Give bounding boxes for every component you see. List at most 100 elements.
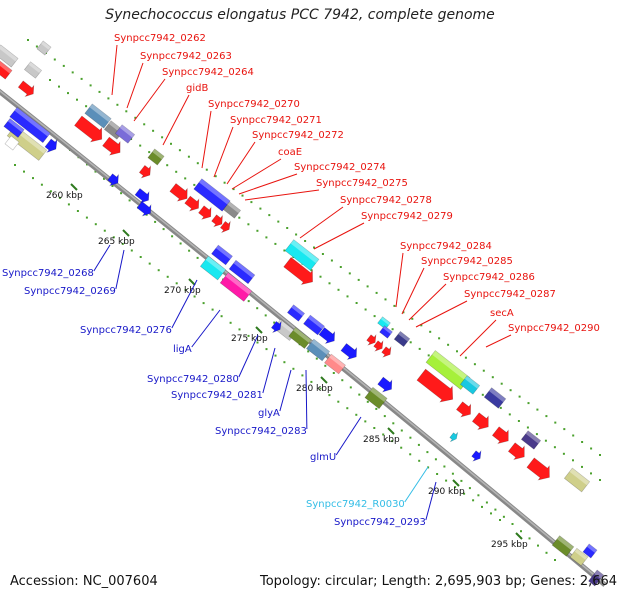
guide-dot-lower [121, 242, 124, 245]
label-0271[interactable]: Synpcc7942_0271 [230, 115, 322, 126]
label-0287[interactable]: Synpcc7942_0287 [464, 289, 556, 300]
label-0283[interactable]: Synpcc7942_0283 [215, 426, 307, 437]
guide-dot-outer [509, 389, 512, 392]
guide-dot-lowest [332, 372, 335, 374]
feature-arrow-red [169, 183, 188, 202]
guide-dot-outer [366, 285, 369, 288]
feature-arrow-blue-body [471, 449, 482, 462]
feature-arrow-blue-body [377, 376, 393, 393]
feature-lime-shine [432, 350, 470, 382]
guide-dot-outer [321, 253, 324, 255]
leader-top [231, 158, 282, 190]
label-0281[interactable]: Synpcc7942_0281 [171, 390, 263, 401]
label-coaE[interactable]: coaE [278, 147, 302, 158]
feature-olive-body [364, 386, 388, 410]
leader-bottom [404, 466, 429, 503]
guide-dot-lowest [103, 177, 105, 180]
guide-dot-inner [76, 98, 78, 101]
feature-olive-shine [370, 387, 388, 403]
feature-khaki [563, 467, 591, 493]
label-0262[interactable]: Synpcc7942_0262 [114, 33, 206, 44]
label-0290[interactable]: Synpcc7942_0290 [508, 323, 600, 334]
feature-gray-shine [40, 40, 52, 50]
feature-arrow-red [198, 205, 212, 220]
guide-dot-inner [193, 183, 196, 186]
guide-dot-inner [590, 472, 592, 475]
label-0275[interactable]: Synpcc7942_0275 [316, 178, 408, 189]
guide-dot-outer [107, 97, 110, 100]
feature-blue [9, 106, 51, 144]
label-0276[interactable]: Synpcc7942_0276 [80, 325, 172, 336]
guide-dot-lowest [511, 523, 514, 525]
guide-dot-outer [152, 129, 155, 132]
label-0284[interactable]: Synpcc7942_0284 [400, 241, 492, 252]
guide-dot-lower [373, 427, 376, 429]
guide-dot-outer [313, 246, 315, 249]
label-0285[interactable]: Synpcc7942_0285 [421, 256, 513, 267]
guide-dot-lower [328, 394, 331, 397]
guide-dot-lower [283, 361, 286, 364]
guide-dot-lowest [409, 436, 412, 439]
guide-dot-lower [256, 341, 259, 344]
guide-dot-lower [355, 413, 358, 416]
feature-navy-shine [525, 430, 541, 444]
guide-dot-lower [94, 223, 97, 226]
feature-cyan-shine [290, 239, 319, 264]
guide-dot-inner [481, 393, 484, 396]
guide-dot-lower [211, 308, 214, 311]
guide-dot-lowest [494, 508, 497, 511]
guide-dot-outer [500, 382, 503, 385]
guide-dot-lower [445, 479, 448, 482]
label-0264[interactable]: Synpcc7942_0264 [162, 67, 254, 78]
guide-dot-lower [409, 453, 412, 456]
label-0279[interactable]: Synpcc7942_0279 [361, 211, 453, 222]
feature-white-body [4, 135, 20, 151]
feature-arrow-red-body [211, 214, 223, 228]
label-secA[interactable]: secA [490, 308, 514, 319]
label-ligA[interactable]: ligA [173, 344, 192, 355]
guide-dot-lowest [247, 300, 250, 303]
feature-arrow-red-body [74, 115, 103, 143]
label-R0030[interactable]: Synpcc7942_R0030 [306, 499, 405, 510]
guide-dot-outer [536, 408, 539, 411]
guide-dot-outer [429, 330, 432, 333]
label-0278[interactable]: Synpcc7942_0278 [340, 195, 432, 206]
label-0280[interactable]: Synpcc7942_0280 [147, 374, 239, 385]
feature-arrow-red [526, 457, 550, 481]
guide-dot-lowest [460, 479, 463, 482]
label-0270[interactable]: Synpcc7942_0270 [208, 99, 300, 110]
guide-dot-lower [229, 321, 232, 324]
label-0269[interactable]: Synpcc7942_0269 [24, 286, 116, 297]
label-glmU[interactable]: glmU [310, 452, 336, 463]
label-gidB[interactable]: gidB [186, 83, 208, 94]
guide-dot-outer [35, 45, 38, 48]
label-0293[interactable]: Synpcc7942_0293 [334, 517, 426, 528]
leader-bottom [171, 279, 198, 329]
label-0263[interactable]: Synpcc7942_0263 [140, 51, 232, 62]
label-0286[interactable]: Synpcc7942_0286 [443, 272, 535, 283]
guide-dot-inner [148, 151, 151, 154]
guide-dot-inner [175, 170, 178, 173]
feature-blue-shine [7, 118, 25, 133]
guide-dot-inner [283, 249, 286, 252]
label-0272[interactable]: Synpcc7942_0272 [252, 130, 344, 141]
label-glyA[interactable]: glyA [258, 408, 280, 419]
feature-khaki-body [569, 547, 589, 567]
label-0274[interactable]: Synpcc7942_0274 [294, 162, 386, 173]
feature-arrow-red [455, 401, 472, 418]
leader-top [238, 173, 298, 195]
guide-dot-lower [454, 486, 457, 489]
feature-navy [588, 569, 604, 587]
guide-dot-inner [346, 295, 349, 298]
guide-dot-outer [420, 324, 423, 327]
guide-dot-lower [265, 348, 268, 351]
label-0268[interactable]: Synpcc7942_0268 [2, 268, 94, 279]
feature-navy-shine [398, 331, 410, 342]
guide-dot-lower [472, 499, 475, 502]
feature-arrow-red-body [198, 205, 212, 220]
feature-navy-body [520, 430, 542, 450]
feature-arrow-blue-body [44, 138, 58, 153]
guide-dot-lower [157, 269, 160, 272]
feature-olive-shine [293, 327, 312, 343]
guide-dot-lowest [520, 530, 522, 533]
